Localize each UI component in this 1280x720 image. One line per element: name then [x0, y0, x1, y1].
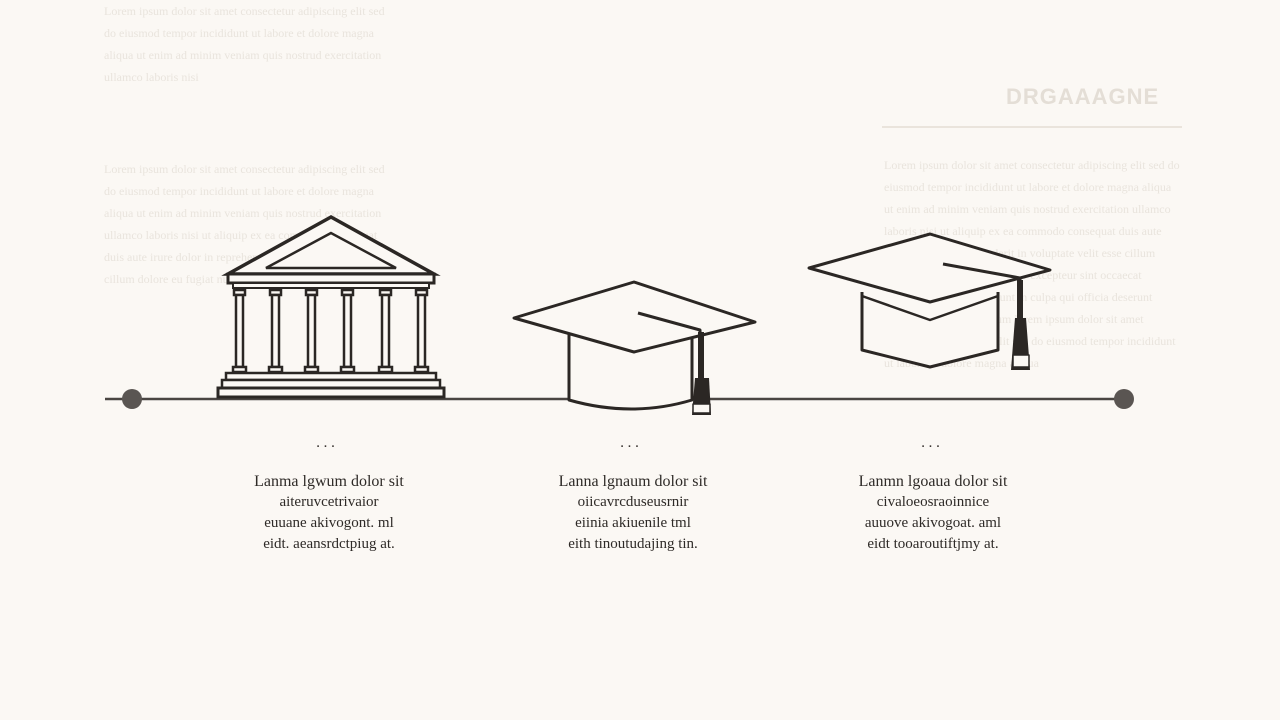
- stage-1-caption: Lanma lgwum dolor sit aiteruvcetrivaior …: [214, 471, 444, 555]
- stage-1-line-2: aiteruvcetrivaior: [279, 494, 379, 510]
- graduation-cap-icon: [512, 280, 757, 415]
- stage-1-line-4: eidt. aeansrdctpiug at.: [263, 536, 395, 552]
- stage-2-line-3: eiinia akiuenile tml: [575, 515, 691, 531]
- stage-1-line-3: euuane akivogont. ml: [264, 515, 394, 531]
- stage-2-title: Lanna lgnaum dolor sit: [558, 473, 708, 490]
- stage-3-line-4: eidt tooaroutiftjmy at.: [867, 536, 999, 552]
- stage-2-caption: Lanna lgnaum dolor sit oiicavrcduseusrni…: [518, 471, 748, 555]
- stage-2-line-4: eith tinoutudajing tin.: [568, 536, 698, 552]
- stage-1-dots: ...: [315, 434, 339, 451]
- stage-1-title: Lanma lgwum dolor sit: [254, 473, 404, 490]
- background-text-left-top: Lorem ipsum dolor sit amet consectetur a…: [104, 4, 388, 84]
- stage-3-line-3: auuove akivogoat. aml: [864, 515, 1002, 531]
- graduation-cap-icon-2: [807, 232, 1052, 370]
- stage-3-caption: Lanmn lgoaua dolor sit civaloeosraoinnic…: [818, 471, 1048, 555]
- stage-2-line-2: oiicavrcduseusrnir: [577, 494, 689, 510]
- timeline-end-node: [1114, 389, 1134, 409]
- background-heading-right: DRGAAAGNE: [1006, 84, 1160, 109]
- background-divider: [882, 126, 1182, 128]
- stage-3-line-2: civaloeosraoinnice: [876, 494, 990, 510]
- stage-3-title: Lanmn lgoaua dolor sit: [858, 473, 1008, 490]
- stage-2-dots: ...: [619, 434, 643, 451]
- stage-3-dots: ...: [920, 434, 944, 451]
- bank-building-icon: [216, 214, 446, 399]
- timeline-start-node: [122, 389, 142, 409]
